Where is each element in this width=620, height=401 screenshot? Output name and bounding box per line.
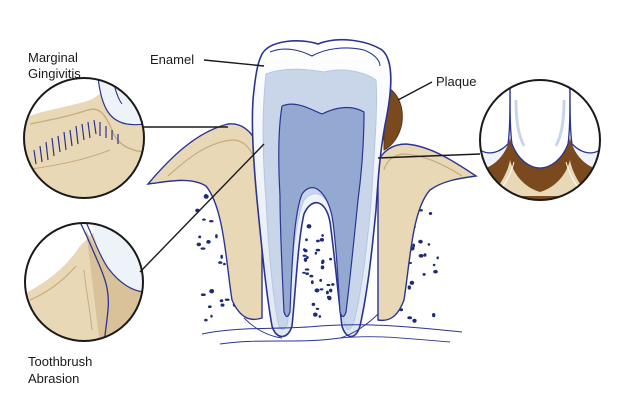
bone-dot	[306, 256, 309, 259]
bone-dot	[432, 313, 436, 318]
bone-dot	[331, 283, 335, 286]
inset-marginal-gingivitis	[23, 77, 145, 199]
bone-dot	[412, 243, 415, 248]
bone-dot	[422, 273, 426, 276]
bone-dots	[195, 191, 439, 323]
bone-dot	[218, 261, 223, 264]
bone-dot	[319, 278, 323, 282]
bone-dot	[320, 265, 325, 270]
bone-dot	[428, 212, 433, 215]
bone-dot	[204, 318, 208, 322]
label-gingivitis: Gingivitis	[28, 66, 81, 81]
bone-dot	[210, 314, 213, 318]
bone-dot	[318, 315, 322, 318]
bone-dot	[200, 247, 206, 250]
label-toothbrush: Toothbrush	[28, 354, 92, 369]
label-marginal: Marginal	[28, 50, 78, 65]
bone-dot	[418, 254, 424, 258]
leader-right-inset	[377, 153, 481, 159]
bone-dot	[325, 290, 329, 295]
leader-enamel	[203, 59, 265, 67]
leader-plaque	[397, 81, 433, 101]
bone-dot	[202, 218, 206, 221]
leader-abrasion	[139, 143, 265, 273]
bone-dot	[303, 257, 308, 262]
bone-dot	[224, 298, 230, 301]
bone-dot	[310, 280, 314, 285]
bone-dot	[206, 240, 211, 244]
label-abrasion: Abrasion	[28, 371, 79, 386]
bone-dot	[407, 316, 413, 320]
bone-dot	[304, 268, 310, 271]
bone-dot	[305, 272, 310, 276]
gum-right	[377, 143, 478, 322]
bone-dot	[305, 238, 308, 242]
bone-dot	[418, 239, 423, 244]
bone-dot	[215, 234, 218, 239]
bone-dot	[423, 253, 427, 257]
bone-dot	[209, 289, 215, 294]
bone-dot	[315, 307, 320, 310]
gum-left	[146, 123, 263, 321]
bone-dot	[311, 302, 316, 306]
bone-dot	[314, 288, 320, 293]
bone-dot	[207, 305, 212, 309]
bone-dot	[319, 238, 325, 242]
bone-dot	[316, 239, 320, 243]
bone-dot	[204, 193, 208, 196]
tooth-pulp	[278, 103, 365, 318]
bone-dot	[326, 283, 331, 287]
bone-dot	[432, 263, 436, 267]
bone-dot	[220, 254, 223, 259]
bone-dot	[329, 257, 333, 261]
bone-dot	[409, 280, 415, 285]
inset-toothbrush-abrasion	[24, 222, 144, 342]
bone-dot	[407, 285, 411, 290]
bone-dot	[412, 318, 417, 323]
bone-dot	[219, 299, 224, 303]
bone-dot	[303, 249, 308, 253]
bone-dot	[209, 220, 214, 223]
label-plaque: Plaque	[436, 74, 476, 89]
bone-dot	[427, 243, 431, 246]
bone-dot	[223, 262, 226, 266]
bone-dot	[319, 288, 324, 291]
bone-dot	[329, 288, 333, 293]
bone-dot	[321, 259, 325, 264]
bone-dot	[220, 303, 225, 307]
bone-dot	[313, 312, 318, 317]
bone-dot	[302, 254, 307, 257]
inset-plaque	[479, 79, 601, 201]
bone-dot	[433, 269, 438, 274]
bone-dot	[309, 274, 314, 278]
bone-dot	[314, 251, 318, 255]
bone-dot	[436, 256, 439, 260]
bone-dot	[327, 296, 332, 301]
bone-dot	[198, 235, 202, 239]
bone-dot	[200, 293, 206, 297]
bone-dot	[315, 248, 321, 252]
bone-dot	[302, 271, 306, 274]
bone-dot	[306, 224, 312, 229]
bone-dot	[321, 234, 324, 237]
bone-dot	[196, 242, 201, 247]
label-enamel: Enamel	[150, 52, 194, 67]
